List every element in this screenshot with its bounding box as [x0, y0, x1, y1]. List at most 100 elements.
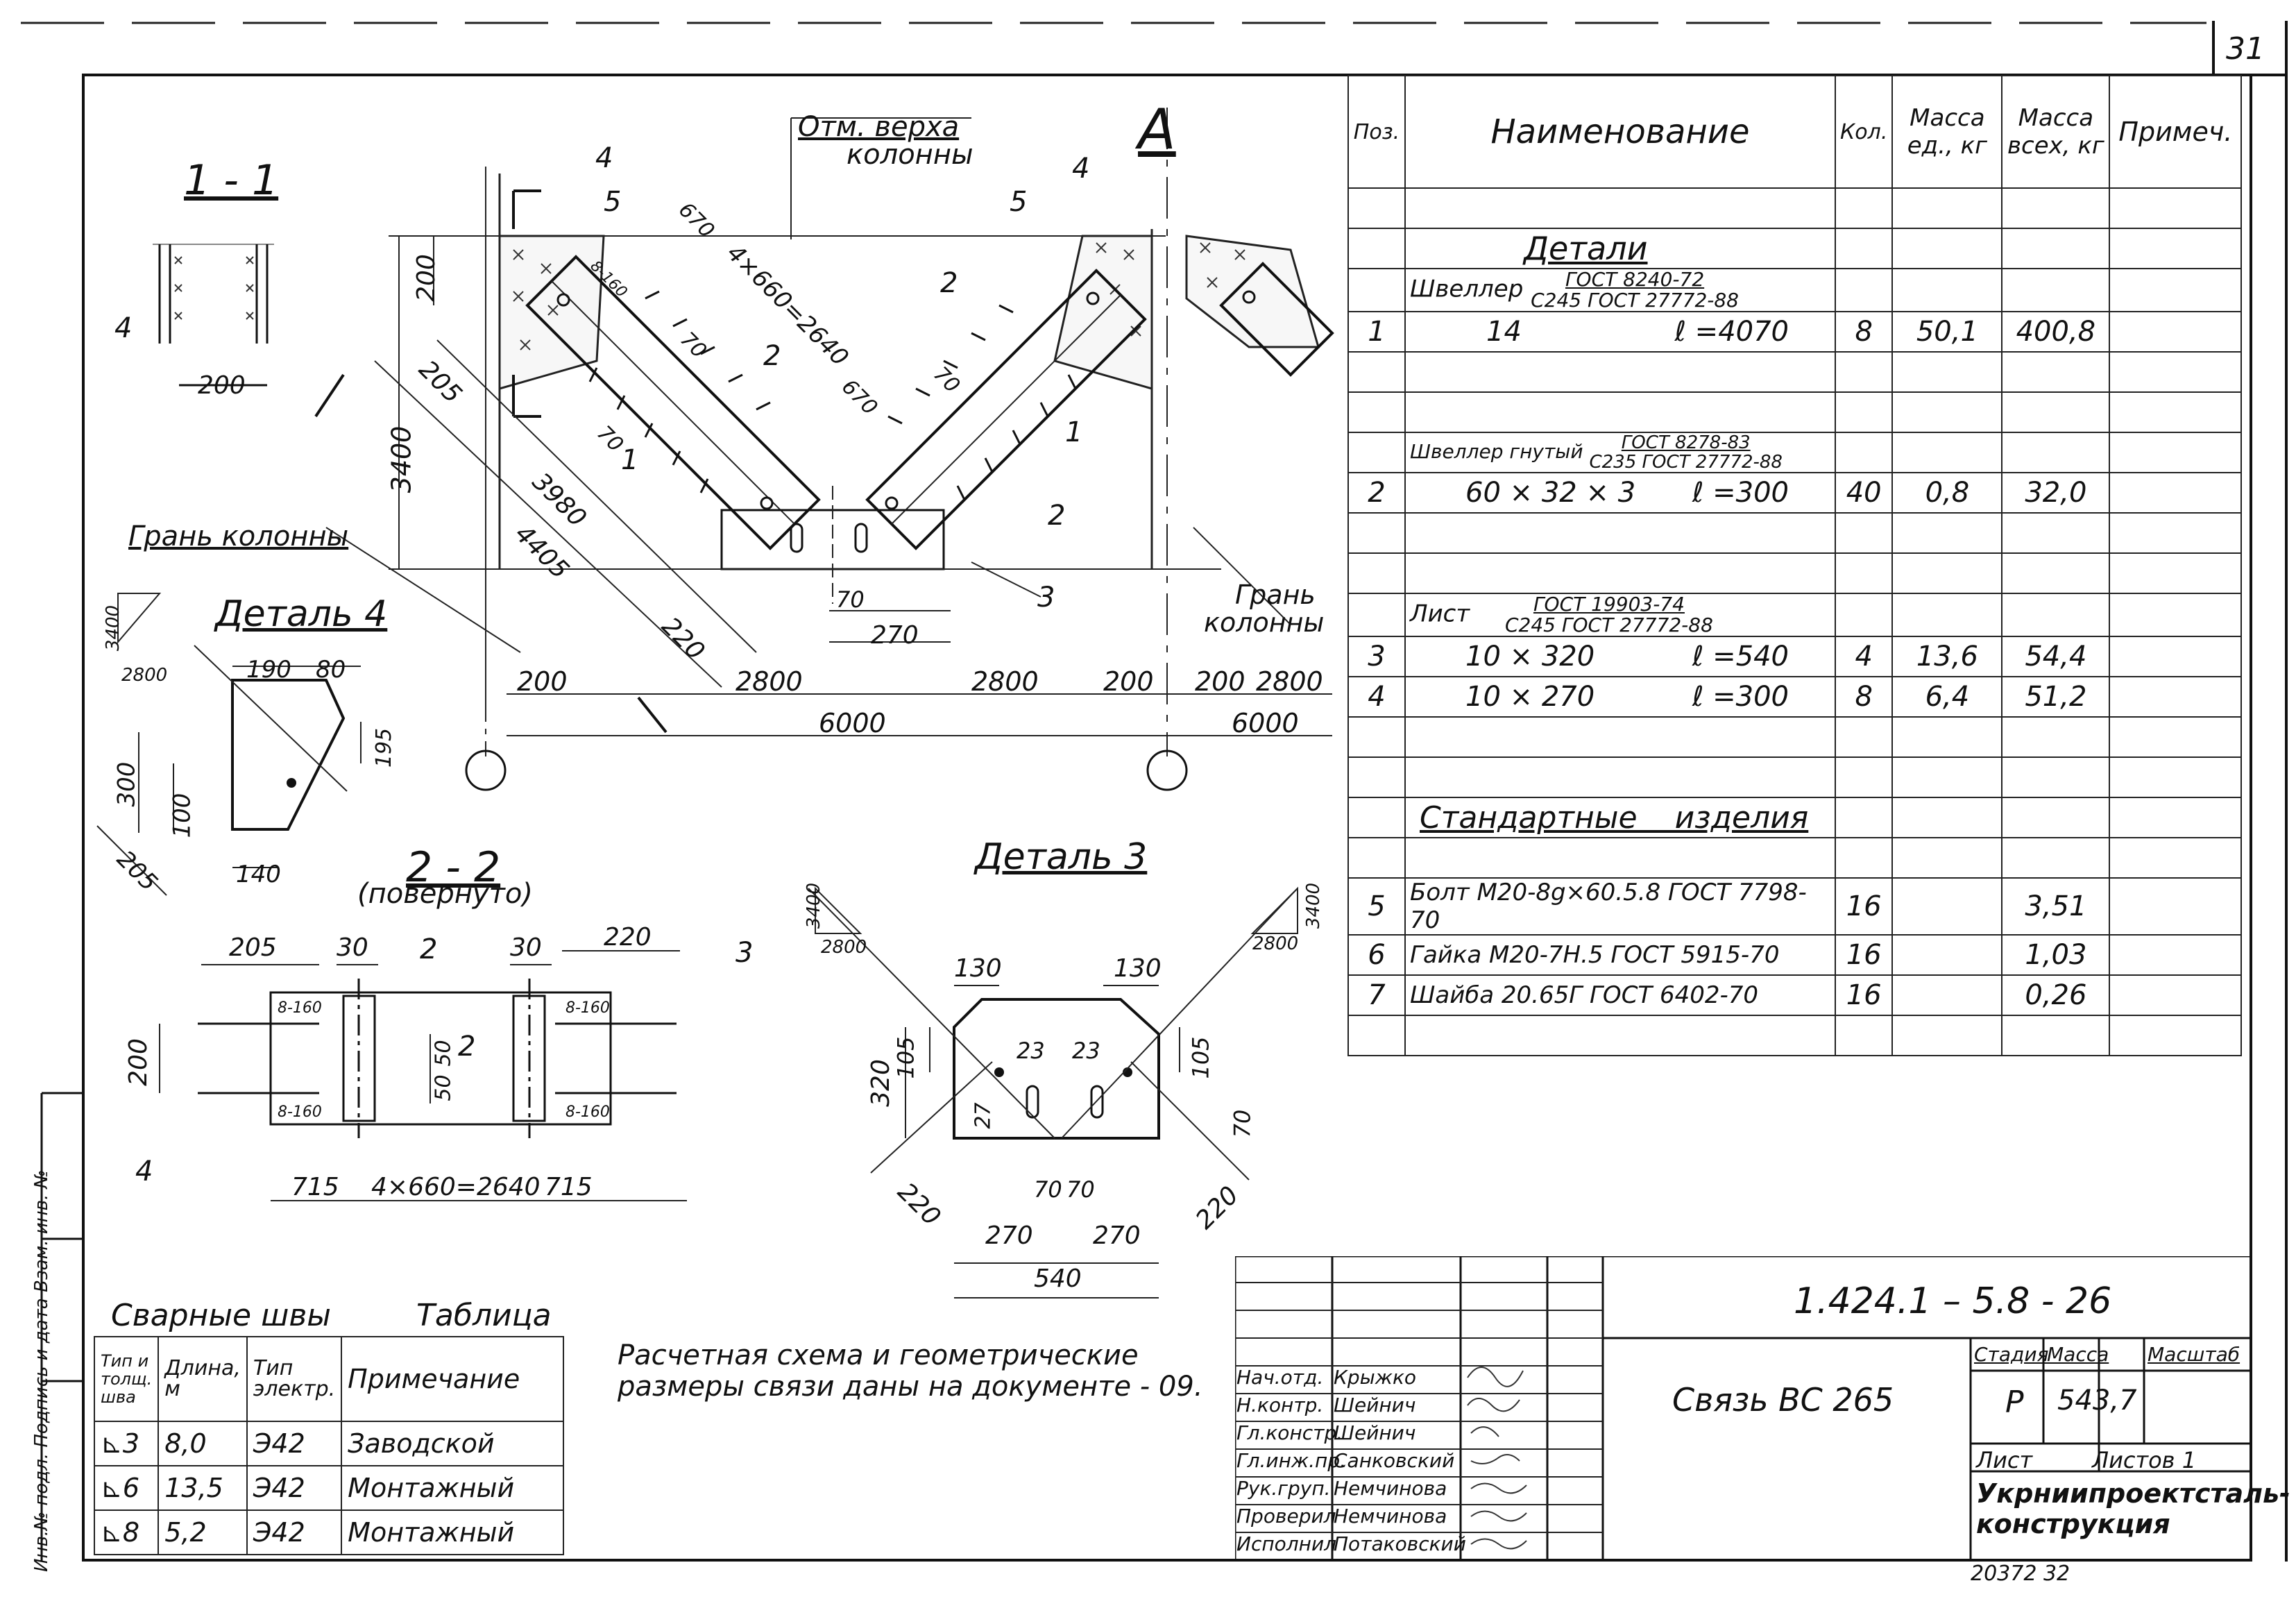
- dim: 3400: [386, 425, 417, 493]
- stage-label: Стадия: [1974, 1343, 2049, 1366]
- dim: 2800: [821, 937, 867, 958]
- pos-callout: 5: [604, 186, 622, 218]
- dim: 23: [1072, 1038, 1100, 1064]
- row-name: 10 × 320: [1465, 641, 1595, 673]
- dim: 3400: [1303, 882, 1325, 929]
- weld-header-row: Тип и толщ. шва Длина, м Тип электр. При…: [93, 1336, 565, 1422]
- dim: 70: [1034, 1176, 1062, 1203]
- pos-callout: 1: [1065, 416, 1083, 448]
- weld-length: 5,2: [158, 1509, 248, 1555]
- row-unit-mass: [1891, 934, 2003, 976]
- dim: 3400: [803, 882, 825, 929]
- row-qty: 16: [1834, 974, 1894, 1016]
- dim: 200: [411, 254, 441, 302]
- section-2-2-label: 2 - 2: [406, 843, 501, 892]
- column-face-label: Грань колонны: [128, 521, 349, 552]
- axis-label: А: [1138, 97, 1176, 162]
- group2-name: Швеллер гнутый: [1410, 440, 1583, 463]
- row-unit-mass: 6,4: [1891, 676, 2003, 718]
- weld-header-type: Тип и толщ. шва: [93, 1336, 160, 1422]
- dim: 2800: [1252, 933, 1299, 954]
- dim: 23: [1017, 1038, 1045, 1064]
- dim: 6000: [1232, 708, 1299, 738]
- person-role: Исполнил: [1236, 1532, 1337, 1555]
- section-2-2-note: (повернуто): [357, 878, 534, 910]
- row-unit-mass: [1891, 877, 2003, 936]
- group2-std-top: ГОСТ 8278-83: [1621, 432, 1751, 453]
- dim: 2800: [1256, 666, 1323, 697]
- weld-table-title-right: Таблица: [416, 1298, 552, 1333]
- person-name: Шейнич: [1334, 1394, 1416, 1416]
- dim: 140: [236, 861, 281, 888]
- row-total-mass: 3,51: [2001, 877, 2111, 936]
- person-name: Потаковский: [1334, 1532, 1466, 1555]
- row-total-mass: 1,03: [2001, 934, 2111, 976]
- row-qty: 40: [1834, 472, 1894, 514]
- row-length: ℓ =540: [1692, 641, 1789, 673]
- group2-std-bottom: С235 ГОСТ 27772-88: [1589, 452, 1783, 473]
- doc-code: 1.424.1 – 5.8 - 26: [1794, 1280, 2112, 1322]
- dim: 30: [510, 933, 542, 962]
- header-name: Наименование: [1404, 75, 1836, 189]
- row-pos: 7: [1347, 974, 1406, 1016]
- section-1-1-label: 1 - 1: [184, 156, 279, 205]
- dim: 6000: [819, 708, 886, 738]
- note-line-1: Расчетная схема и геометрические: [618, 1339, 1139, 1371]
- pos-callout: 4: [135, 1156, 153, 1187]
- dim: 4×660=2640: [371, 1173, 541, 1201]
- dim: 270: [985, 1221, 1033, 1250]
- dim: 2800: [735, 666, 803, 697]
- group1-std-top: ГОСТ 8240-72: [1565, 268, 1705, 291]
- row-qty: 16: [1834, 877, 1894, 936]
- dim: 270: [1093, 1221, 1141, 1250]
- group3-std-top: ГОСТ 19903-74: [1533, 593, 1685, 616]
- detail-4-label: Деталь 4: [215, 593, 388, 635]
- pos-callout: 5: [1010, 186, 1028, 218]
- dim: 200: [1103, 666, 1154, 697]
- section-standard: Стандартные изделия: [1420, 800, 1809, 836]
- mass-label: Масса: [2047, 1343, 2109, 1366]
- row-pos: 3: [1347, 636, 1406, 677]
- person-row: ПроверилНемчинова: [1236, 1505, 1466, 1532]
- pos-callout: 2: [420, 933, 438, 965]
- dim: 190: [246, 656, 291, 684]
- pos-callout: 3: [735, 937, 754, 969]
- drawing-title: Связь ВС 265: [1672, 1381, 1894, 1419]
- pos-callout: 4: [595, 142, 613, 174]
- mass-value: 543,7: [2057, 1385, 2137, 1416]
- pos-callout: 2: [763, 340, 781, 372]
- detail-3-label: Деталь 3: [975, 836, 1148, 878]
- sheet-number: 31: [2226, 31, 2265, 67]
- weld-type: 6: [122, 1473, 140, 1503]
- person-name: Санковский: [1334, 1449, 1455, 1472]
- weld-note: Заводской: [341, 1421, 565, 1466]
- person-role: Рук.груп.: [1236, 1477, 1331, 1500]
- sheets-label: Листов 1: [2092, 1447, 2197, 1473]
- column-face-right-label-1: Грань: [1235, 580, 1316, 610]
- dim: 715: [545, 1173, 593, 1201]
- pos-callout: 4: [114, 312, 133, 344]
- person-row: Н.контр.Шейнич: [1236, 1394, 1466, 1421]
- row-unit-mass: 0,8: [1891, 472, 2003, 514]
- row-length: ℓ =300: [1692, 477, 1789, 509]
- dim: 105: [1187, 1036, 1214, 1079]
- dim: 100: [168, 793, 196, 838]
- group1-name: Швеллер: [1410, 275, 1524, 303]
- row-length: ℓ =300: [1692, 681, 1789, 713]
- person-row: Нач.отд.Крыжко: [1236, 1366, 1466, 1394]
- weld-table-title: Сварные швы: [111, 1298, 332, 1333]
- header-note: Примеч.: [2109, 75, 2243, 189]
- person-name: Немчинова: [1334, 1477, 1447, 1500]
- dim: 8-160: [566, 1103, 610, 1121]
- row-pos: 4: [1347, 676, 1406, 718]
- dim: 70: [1066, 1176, 1095, 1203]
